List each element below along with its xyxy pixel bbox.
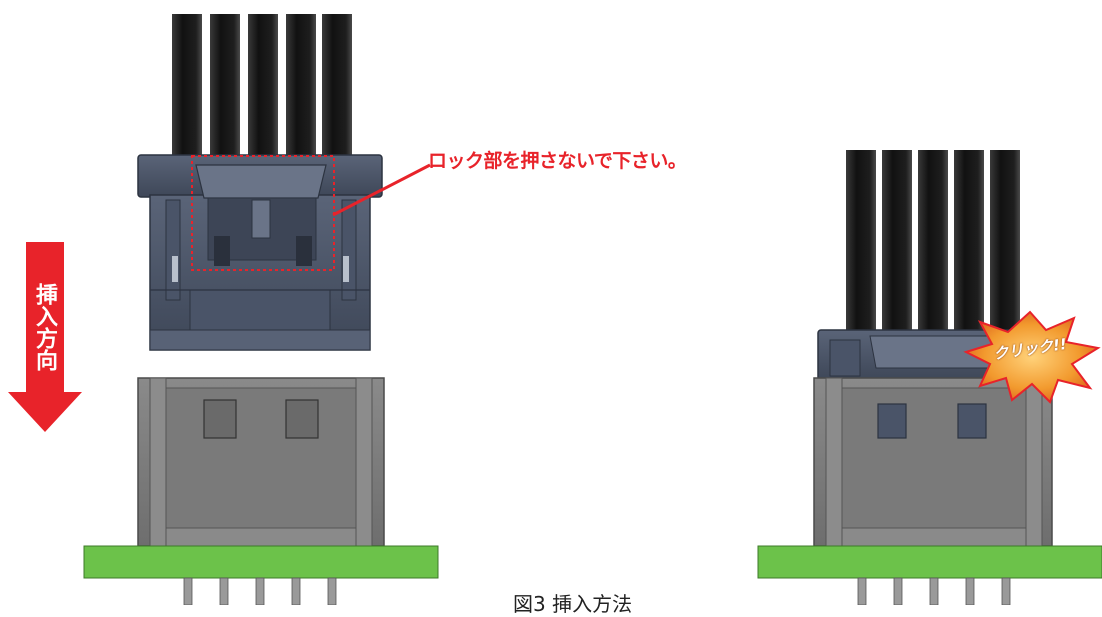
callout-line [332,163,431,217]
cable [954,150,984,350]
insertion-direction-label: 挿入方向 [32,283,57,371]
pin [327,577,337,605]
figure-caption: 図3 挿入方法 [513,592,633,616]
right-receptacle [813,377,1053,547]
cable [248,14,278,164]
cable [990,150,1020,350]
cable [172,14,202,164]
pin [255,577,265,605]
insertion-arrow [8,242,82,432]
pin [965,577,975,605]
pin [219,577,229,605]
latch-window-engaged [957,403,987,439]
pin [291,577,301,605]
lock-lever [195,164,327,199]
cable [286,14,316,164]
left-cables [172,14,352,164]
cable [322,14,352,164]
latch-window [203,399,237,439]
left-pcb [83,545,439,579]
pin [183,577,193,605]
right-cables [846,150,1020,350]
right-pins [857,577,1011,605]
latch-window-engaged [877,403,907,439]
callout-text: ロック部を押さないで下さい。 [428,150,687,172]
left-pins [183,577,337,605]
click-burst [963,310,1101,404]
pin [1001,577,1011,605]
left-plug-housing [137,154,383,351]
pin [893,577,903,605]
latch-window [285,399,319,439]
pin [929,577,939,605]
pin [857,577,867,605]
cable [882,150,912,350]
cable [846,150,876,350]
right-pcb [757,545,1102,579]
cable [918,150,948,350]
left-receptacle [137,377,385,547]
cable [210,14,240,164]
